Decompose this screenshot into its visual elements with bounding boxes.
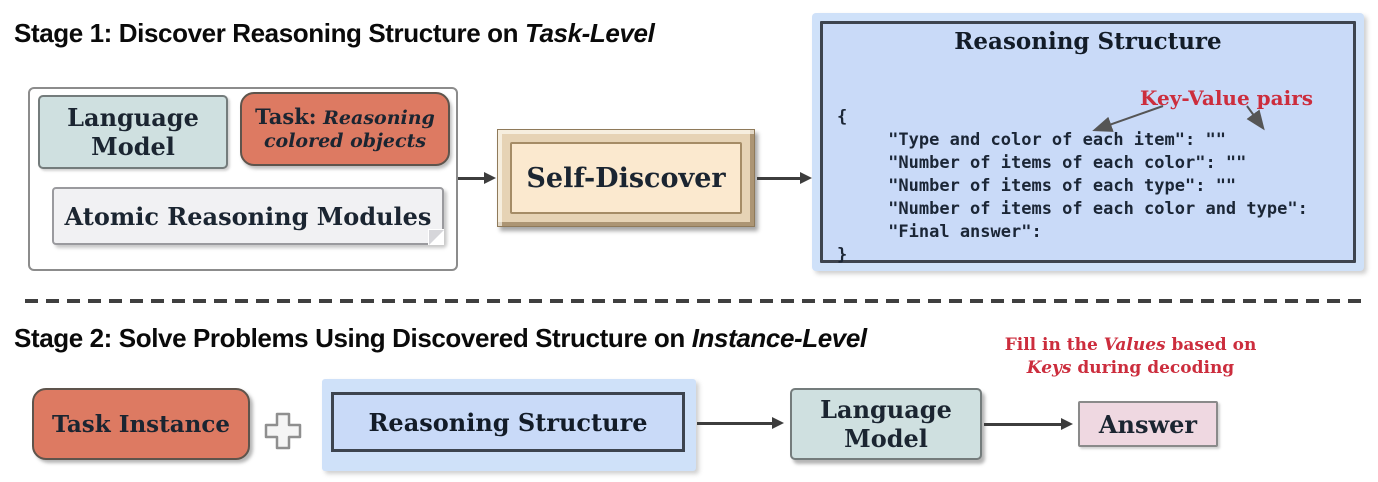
- language-model-stage2-line1: Language: [820, 395, 952, 424]
- stage1-title-italic: Task-Level: [524, 18, 655, 48]
- decoding-annotation-line1: Fill in the Values based on: [1003, 334, 1258, 357]
- key-value-arrows: [1092, 105, 1265, 132]
- code-line: "Final answer":: [837, 222, 1042, 242]
- code-line: "Number of items of each color and type"…: [837, 199, 1308, 219]
- task-line1: Task: Reasoning: [255, 105, 435, 130]
- self-discover-label-box: Self-Discover: [510, 142, 742, 214]
- language-model-stage2-line2: Model: [844, 424, 928, 453]
- task-desc-line2: colored objects: [263, 130, 427, 152]
- reasoning-structure-stage2-label: Reasoning Structure: [368, 407, 648, 437]
- reasoning-structure-panel-inner: Reasoning Structure Key-Value pairs { "T…: [820, 21, 1356, 265]
- decoding-annotation: Fill in the Values based on Keys during …: [1003, 334, 1258, 380]
- language-model-stage2-label: Language Model: [820, 395, 952, 453]
- task-label: Task:: [255, 104, 317, 129]
- annotation-post: during decoding: [1071, 358, 1235, 378]
- language-model-line1: Language: [67, 103, 199, 132]
- code-line: {: [837, 107, 848, 127]
- self-discover-box: Self-Discover: [497, 129, 755, 227]
- atomic-reasoning-modules-box: Atomic Reasoning Modules: [52, 187, 444, 245]
- code-line: }: [837, 245, 848, 265]
- code-line: "Type and color of each item": "": [837, 130, 1226, 150]
- language-model-box-stage1: Language Model: [38, 95, 228, 169]
- annotation-pre: Fill in the: [1004, 335, 1104, 355]
- arrow-structure-to-lm: [697, 417, 784, 429]
- arrow-lm-to-answer: [984, 418, 1073, 430]
- stage-divider: [25, 299, 1362, 303]
- folded-corner-icon: [429, 230, 444, 245]
- reasoning-structure-code: { "Type and color of each item": "" "Num…: [837, 106, 1308, 267]
- task-box: Task: Reasoning colored objects: [240, 92, 450, 166]
- key-value-arrow-to-key: [1092, 105, 1164, 132]
- task-instance-label: Task Instance: [51, 410, 231, 438]
- task-line2: colored objects: [264, 130, 426, 153]
- reasoning-structure-title: Reasoning Structure: [954, 28, 1222, 55]
- stage2-title-italic: Instance-Level: [691, 323, 867, 353]
- answer-label: Answer: [1098, 409, 1198, 439]
- plus-icon: [264, 412, 302, 450]
- stage1-title-text: Stage 1: Discover Reasoning Structure on: [14, 18, 525, 48]
- reasoning-structure-box-stage2-inner: Reasoning Structure: [331, 392, 685, 452]
- self-discover-label: Self-Discover: [526, 162, 726, 194]
- atomic-reasoning-modules-label: Atomic Reasoning Modules: [64, 201, 432, 231]
- answer-box: Answer: [1078, 401, 1218, 447]
- language-model-line2: Model: [91, 132, 175, 161]
- reasoning-structure-panel: Reasoning Structure Key-Value pairs { "T…: [812, 13, 1364, 271]
- stage2-title: Stage 2: Solve Problems Using Discovered…: [14, 323, 867, 354]
- stage2-title-text: Stage 2: Solve Problems Using Discovered…: [14, 323, 692, 353]
- code-line: "Number of items of each type": "": [837, 176, 1237, 196]
- language-model-label: Language Model: [67, 103, 199, 161]
- key-value-pairs-label: Key-Value pairs: [1140, 86, 1313, 110]
- annotation-values: Values: [1103, 335, 1166, 355]
- arrow-inputs-to-selfdiscover: [458, 172, 496, 184]
- arrow-selfdiscover-to-structure: [757, 172, 812, 184]
- annotation-keys: Keys: [1026, 358, 1072, 378]
- stage1-title: Stage 1: Discover Reasoning Structure on…: [14, 18, 655, 49]
- decoding-annotation-line2: Keys during decoding: [1003, 357, 1258, 380]
- reasoning-structure-box-stage2: Reasoning Structure: [322, 379, 696, 471]
- language-model-box-stage2: Language Model: [790, 388, 982, 460]
- task-desc-line1: Reasoning: [323, 107, 435, 129]
- annotation-mid: based on: [1165, 335, 1257, 355]
- code-line: "Number of items of each color": "": [837, 153, 1247, 173]
- key-value-arrow-to-value: [1246, 105, 1265, 131]
- task-instance-box: Task Instance: [32, 388, 250, 460]
